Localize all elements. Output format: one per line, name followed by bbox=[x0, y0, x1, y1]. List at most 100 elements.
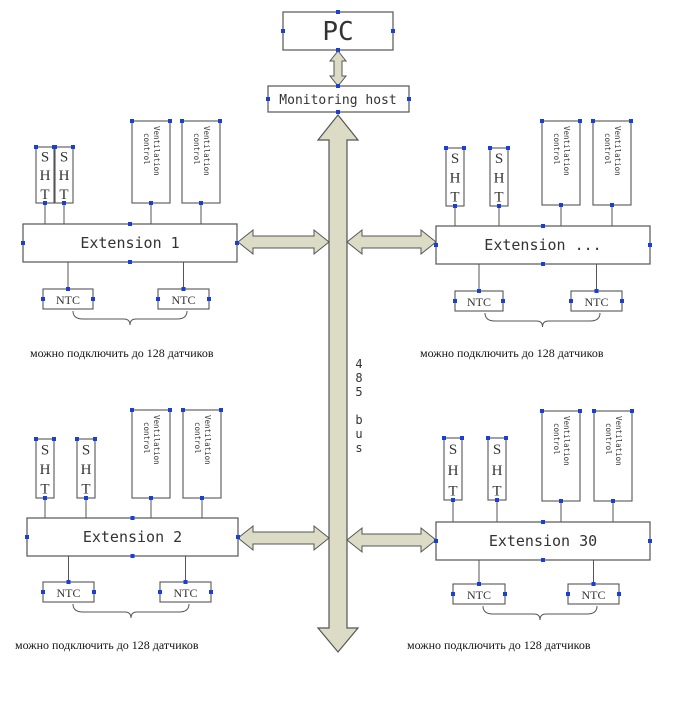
connector-pin bbox=[611, 499, 615, 503]
connector-pin bbox=[66, 580, 71, 584]
extension-box: Extension 1 bbox=[21, 222, 239, 264]
connector-pin bbox=[130, 554, 135, 558]
connector-pin bbox=[648, 243, 652, 247]
extension-box: Extension ... bbox=[434, 224, 652, 266]
connector-pin bbox=[43, 201, 47, 205]
sht-sensor: SHT bbox=[442, 436, 464, 502]
sht-letter: S bbox=[495, 151, 503, 167]
control-label: control bbox=[603, 133, 612, 165]
sht-letter: S bbox=[451, 151, 459, 167]
ntc-sensor: NTC bbox=[566, 582, 621, 605]
ventilation-control-box bbox=[593, 410, 633, 502]
connector-pin bbox=[495, 498, 499, 502]
control-label: control bbox=[552, 423, 561, 455]
connector-pin bbox=[648, 539, 652, 543]
ntc-label: NTC bbox=[585, 295, 609, 309]
connector-pin bbox=[21, 241, 25, 245]
sht-letter: S bbox=[493, 442, 501, 458]
ntc-group-brace bbox=[72, 310, 188, 326]
sht-letter: T bbox=[81, 482, 90, 498]
sht-letter: H bbox=[40, 462, 51, 478]
connector-pin bbox=[488, 146, 492, 150]
connector-pin bbox=[591, 582, 596, 586]
bus-link-extension-30 bbox=[346, 526, 437, 554]
connector-pin bbox=[41, 297, 45, 301]
ventilation-control-box bbox=[181, 120, 221, 204]
connector-pin bbox=[610, 203, 614, 207]
connector-pin bbox=[34, 145, 38, 149]
ventilation-label: Ventilation bbox=[562, 126, 571, 176]
extension-label: Extension 1 bbox=[80, 234, 179, 252]
connector-pin bbox=[541, 224, 545, 228]
ventilation-control-box bbox=[131, 120, 171, 204]
ventilation-label: Ventilation bbox=[202, 126, 211, 176]
connector-pin bbox=[540, 409, 544, 413]
connector-pin bbox=[75, 437, 79, 441]
connector-pin bbox=[91, 297, 95, 301]
ntc-sensor: NTC bbox=[158, 580, 213, 603]
connector-pin bbox=[506, 146, 510, 150]
connector-pin bbox=[501, 299, 505, 303]
sht-letter: T bbox=[448, 483, 457, 499]
connector-pin bbox=[158, 590, 162, 594]
bus-link-extension-1 bbox=[237, 228, 330, 256]
ventilation-control-box bbox=[182, 409, 222, 499]
svg-text:s: s bbox=[355, 441, 362, 455]
ntc-label: NTC bbox=[57, 586, 81, 600]
sht-letter: S bbox=[82, 442, 90, 458]
connector-pin bbox=[34, 437, 38, 441]
sht-letter: T bbox=[59, 187, 68, 203]
connector-pin bbox=[451, 498, 455, 502]
sht-letter: H bbox=[450, 170, 461, 186]
connector-pin bbox=[62, 201, 66, 205]
ntc-group-brace bbox=[72, 603, 190, 619]
connector-pin bbox=[559, 203, 563, 207]
sht-letter: S bbox=[41, 150, 49, 166]
sht-letter: H bbox=[59, 168, 70, 184]
connector-pin bbox=[477, 582, 481, 586]
control-label: control bbox=[142, 133, 151, 165]
pc-host-arrow bbox=[328, 50, 348, 87]
connector-pin bbox=[149, 496, 153, 500]
control-label: control bbox=[142, 422, 151, 454]
connector-pin bbox=[181, 408, 185, 412]
capacity-note-2: можно подключить до 128 датчиков bbox=[420, 346, 604, 360]
connector-pin bbox=[66, 287, 70, 291]
ntc-label: NTC bbox=[467, 295, 491, 309]
connector-pin bbox=[620, 299, 624, 303]
connector-pin bbox=[540, 119, 544, 123]
sht-letter: H bbox=[492, 463, 503, 479]
sht-letter: T bbox=[494, 190, 503, 206]
connector-pin bbox=[25, 535, 29, 539]
ventilation-control-box bbox=[541, 410, 581, 502]
connector-pin bbox=[200, 496, 204, 500]
ntc-group-brace bbox=[482, 605, 598, 621]
connector-pin bbox=[128, 260, 132, 264]
connector-pin bbox=[199, 201, 203, 205]
connector-pin bbox=[486, 436, 490, 440]
control-label: control bbox=[552, 133, 561, 165]
connector-pin bbox=[52, 437, 56, 441]
sht-letter: H bbox=[494, 170, 505, 186]
connector-pin bbox=[207, 297, 211, 301]
svg-text:5: 5 bbox=[355, 385, 362, 399]
ntc-sensor: NTC bbox=[569, 289, 624, 312]
capacity-note-3: можно подключить до 128 датчиков bbox=[15, 638, 199, 652]
connector-pin bbox=[442, 436, 446, 440]
bus-label: 4 8 5 b u s bbox=[355, 357, 362, 455]
ntc-sensor: NTC bbox=[451, 582, 507, 605]
extension-box: Extension 30 bbox=[434, 520, 652, 562]
connector-pin bbox=[130, 119, 134, 123]
connector-pin bbox=[462, 146, 466, 150]
connector-pin bbox=[218, 119, 222, 123]
ntc-group-brace bbox=[484, 312, 601, 328]
connector-pin bbox=[541, 520, 545, 524]
connector-pin bbox=[43, 496, 47, 500]
sht-sensor: SHT bbox=[444, 146, 466, 208]
